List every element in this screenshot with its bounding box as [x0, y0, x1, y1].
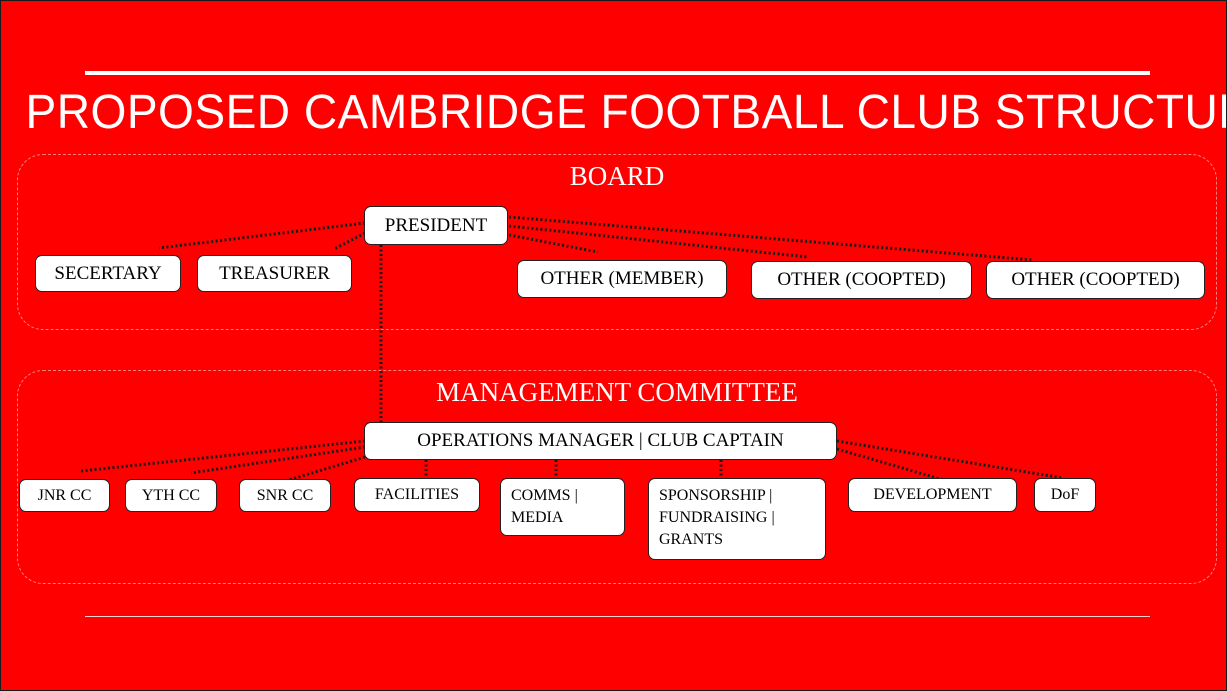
- jnr-cc-box: JNR CC: [19, 479, 110, 512]
- snr-cc-box: SNR CC: [239, 479, 331, 512]
- page-title: PROPOSED CAMBRIDGE FOOTBALL CLUB STRUCTU…: [25, 86, 1227, 139]
- facilities-box: FACILITIES: [354, 478, 480, 512]
- dof-box: DoF: [1034, 478, 1096, 512]
- management-label: MANAGEMENT COMMITTEE: [436, 377, 798, 407]
- board-group: BOARD: [17, 154, 1217, 330]
- treasurer-box: TREASURER: [197, 255, 352, 292]
- other-coopted-box-1: OTHER (COOPTED): [751, 261, 972, 299]
- yth-cc-box: YTH CC: [125, 479, 217, 512]
- development-box: DEVELOPMENT: [848, 478, 1017, 512]
- other-coopted-box-2: OTHER (COOPTED): [986, 261, 1205, 299]
- sponsorship-box: SPONSORSHIP | FUNDRAISING | GRANTS: [648, 478, 826, 560]
- bottom-rule: [85, 616, 1150, 617]
- operations-manager-box: OPERATIONS MANAGER | CLUB CAPTAIN: [364, 422, 837, 460]
- other-member-box: OTHER (MEMBER): [517, 260, 727, 298]
- board-label: BOARD: [569, 161, 665, 191]
- top-rule: [85, 71, 1150, 75]
- secretary-box: SECERTARY: [35, 255, 181, 292]
- president-box: PRESIDENT: [364, 206, 508, 245]
- comms-media-box: COMMS | MEDIA: [500, 478, 625, 536]
- management-group: MANAGEMENT COMMITTEE: [17, 370, 1217, 584]
